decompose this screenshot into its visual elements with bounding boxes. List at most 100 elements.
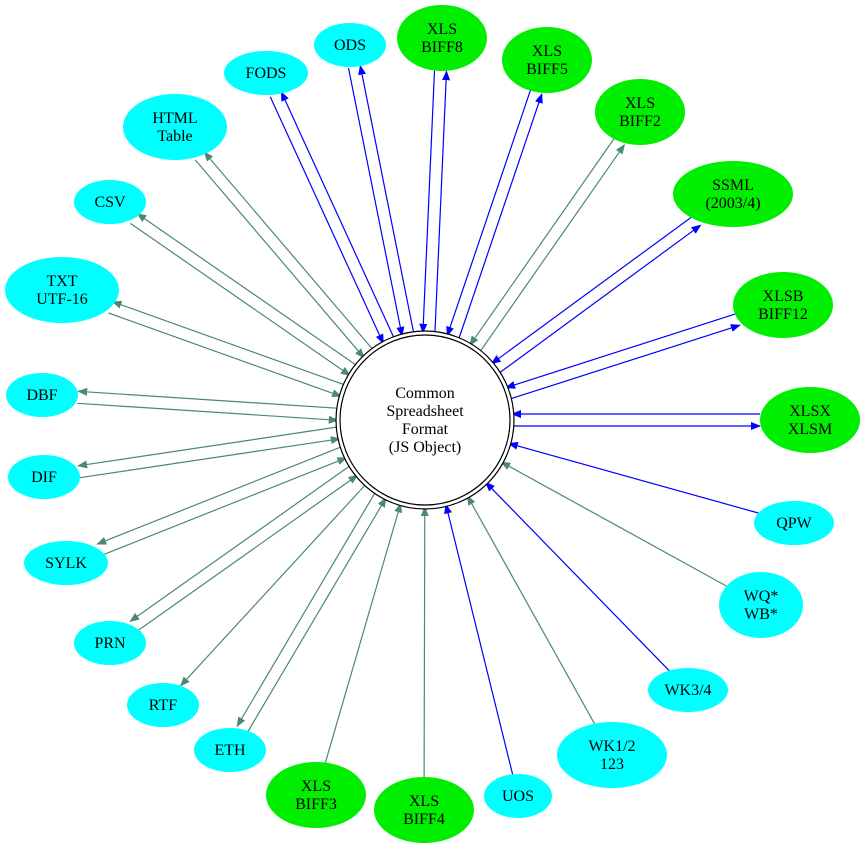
edge-xls-biff5-to-center — [446, 89, 532, 337]
node-label: XLSM — [788, 421, 832, 438]
edge-center-to-html — [203, 151, 374, 351]
node-ods: ODS — [314, 23, 386, 67]
node-dbf: DBF — [6, 373, 78, 417]
node-prn-shape — [74, 621, 146, 665]
node-label: BIFF12 — [758, 306, 808, 323]
node-uos-shape — [484, 774, 552, 818]
node-uos: UOS — [484, 774, 552, 818]
node-label: XLS — [532, 43, 562, 60]
node-label: (2003/4) — [705, 195, 760, 212]
node-label: CSV — [94, 194, 126, 211]
node-xlsx-shape — [760, 387, 860, 453]
node-label: SSML — [712, 177, 754, 194]
node-ods-shape — [314, 23, 386, 67]
edge-center-to-ssml — [498, 224, 702, 374]
edge-xls-biff3-to-center — [324, 502, 403, 763]
edge-center-to-xls-biff2 — [479, 143, 625, 353]
center-node-label: (JS Object) — [389, 439, 461, 456]
node-qpw-shape — [754, 501, 834, 545]
node-wk34: WK3/4 — [648, 668, 728, 712]
edge-dif-to-center — [79, 436, 341, 479]
node-qpw: QPW — [754, 501, 834, 545]
edges-layer — [77, 64, 761, 778]
edge-wk12-to-center — [466, 495, 596, 724]
edge-dbf-to-center — [77, 402, 339, 424]
edge-qpw-to-center — [507, 441, 759, 514]
edge-xlsb-to-center — [505, 313, 737, 389]
edge-center-to-xlsb — [509, 324, 741, 400]
node-label: WQ* — [744, 588, 779, 605]
edge-sylk-to-center — [101, 457, 348, 556]
edge-center-to-dbf — [77, 387, 339, 409]
node-fods-shape — [224, 51, 308, 95]
edge-center-to-prn — [129, 464, 351, 622]
node-label: BIFF5 — [526, 61, 568, 78]
node-dif-shape — [8, 455, 80, 499]
node-label: SYLK — [45, 555, 87, 572]
node-label: PRN — [94, 635, 126, 652]
node-label: UTF-16 — [36, 291, 88, 308]
edge-center-to-txt — [111, 300, 346, 386]
node-label: RTF — [149, 697, 177, 714]
node-label: XLS — [301, 778, 331, 795]
edge-center-to-fods — [280, 90, 395, 339]
node-label: QPW — [776, 515, 812, 532]
edge-center-to-ods — [358, 64, 415, 334]
edge-xls-biff8-to-center — [419, 70, 436, 334]
edge-ssml-to-center — [490, 215, 694, 365]
node-label: FODS — [246, 65, 287, 82]
node-xls-biff5-shape — [502, 27, 592, 93]
edge-center-to-xls-biff5 — [458, 93, 543, 340]
node-dbf-shape — [6, 373, 78, 417]
node-label: WK3/4 — [664, 682, 711, 699]
node-sylk-shape — [24, 541, 108, 585]
edge-txt-to-center — [108, 312, 343, 398]
node-wk12-shape — [557, 722, 667, 788]
node-label: XLS — [409, 793, 439, 810]
node-label: ODS — [334, 37, 366, 54]
node-rtf-shape — [127, 683, 199, 727]
node-fods: FODS — [224, 51, 308, 95]
node-xls-biff2-shape — [595, 79, 685, 145]
node-label: XLS — [427, 21, 457, 38]
node-label: XLS — [625, 95, 655, 112]
node-xlsb-shape — [733, 272, 833, 338]
node-ssml: SSML(2003/4) — [673, 161, 793, 227]
center-node-label: Spreadsheet — [386, 403, 464, 420]
node-xls-biff4-shape — [374, 777, 474, 843]
node-label: ETH — [214, 742, 246, 759]
node-label: Table — [157, 128, 192, 145]
edge-center-to-rtf — [179, 483, 367, 687]
edge-center-to-csv — [136, 213, 358, 367]
node-dif: DIF — [8, 455, 80, 499]
node-wq: WQ*WB* — [719, 572, 803, 638]
node-prn: PRN — [74, 621, 146, 665]
node-label: WK1/2 — [588, 738, 635, 755]
node-label: HTML — [152, 110, 197, 127]
edge-fods-to-center — [269, 96, 384, 345]
node-csv: CSV — [74, 180, 146, 224]
edge-ods-to-center — [347, 67, 405, 337]
node-ssml-shape — [673, 161, 793, 227]
edge-center-to-eth — [236, 491, 377, 728]
node-txt-shape — [5, 257, 119, 323]
center-node-label: Common — [395, 385, 455, 402]
edge-xls-biff4-to-center — [420, 506, 429, 778]
edge-center-to-dif — [77, 426, 339, 469]
node-wq-shape — [719, 572, 803, 638]
node-label: DIF — [31, 469, 57, 486]
node-sylk: SYLK — [24, 541, 108, 585]
node-label: WB* — [744, 606, 778, 623]
node-rtf: RTF — [127, 683, 199, 727]
edge-html-to-center — [194, 159, 365, 359]
center-node-inner-ring — [339, 334, 511, 506]
